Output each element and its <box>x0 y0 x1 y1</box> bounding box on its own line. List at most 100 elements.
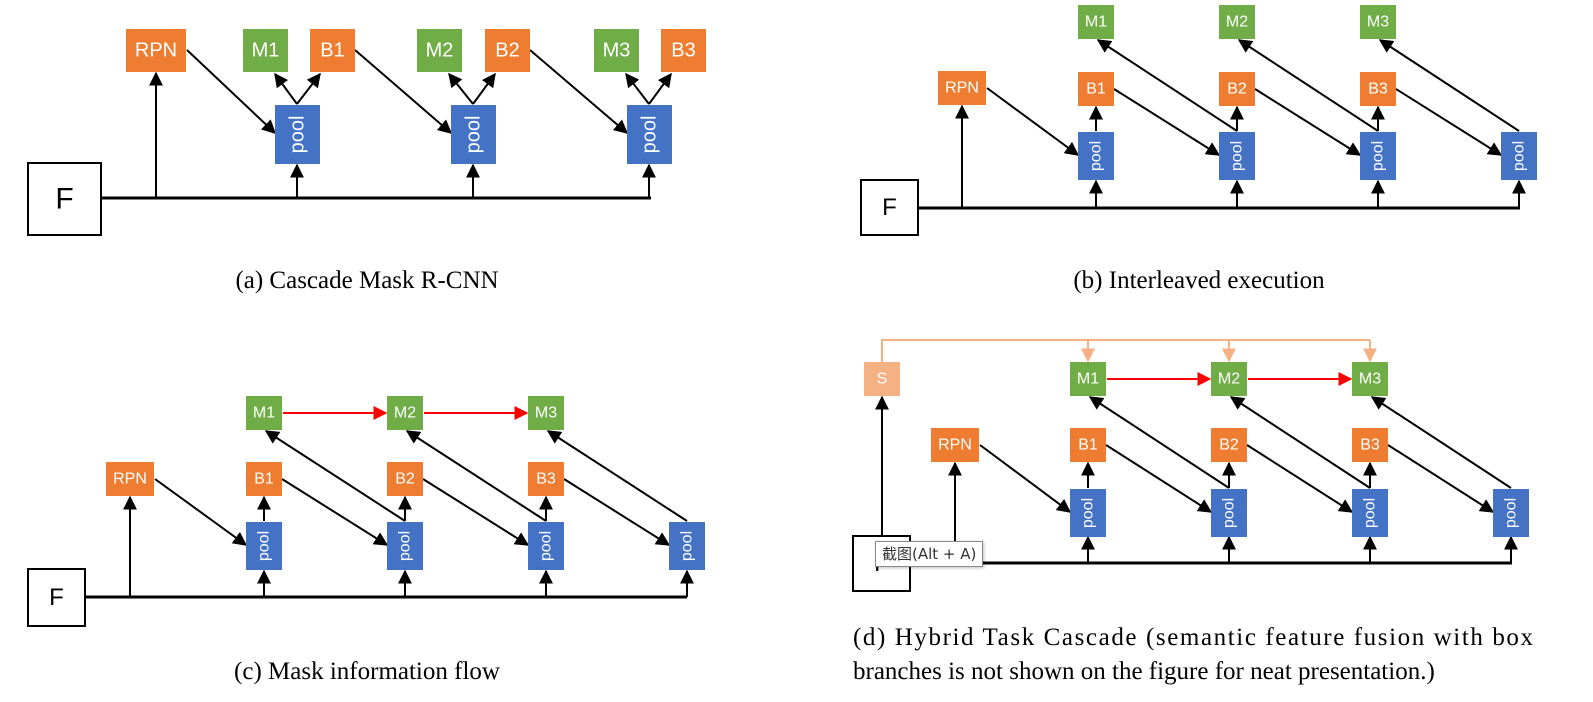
panel-a-mask-head-1-label: M1 <box>252 40 280 62</box>
panel-b-feature-box <box>860 179 919 236</box>
panel-d-pool-4 <box>1493 489 1529 537</box>
panel-d-semantic-bus <box>881 339 1370 362</box>
panel-c-box-1-to-pool-2 <box>281 478 389 546</box>
panel-d-mask-head-2-label: M2 <box>1218 371 1240 388</box>
panel-d-pool-1-label: pool <box>1080 498 1097 528</box>
panel-d-box-head-3-label: B3 <box>1360 437 1380 454</box>
panel-a-pool-2-label: pool <box>463 116 485 154</box>
panel-b-box-head-3 <box>1360 72 1396 106</box>
panel-c-pool-3-label: pool <box>538 531 555 561</box>
panel-b-pool-2-label: pool <box>1229 141 1246 171</box>
panel-b-mask-head-2 <box>1219 5 1255 39</box>
panel-d-mask-head-1-label: M1 <box>1077 371 1099 388</box>
panel-b-feature-box-label: F <box>882 194 897 221</box>
panel-b-mask-head-3 <box>1360 5 1396 39</box>
panel-c-box-head-3-label: B3 <box>536 471 556 488</box>
panel-a-box-head-1 <box>310 29 355 72</box>
panel-a-box-head-2-label: B2 <box>495 40 519 62</box>
panel-d-box-head-1-label: B1 <box>1078 437 1098 454</box>
panel-d-pool-1 <box>1070 489 1106 537</box>
screenshot-tooltip: 截图(Alt + A) <box>875 541 984 567</box>
panel-b-pool-4-to-mask-3 <box>1378 39 1520 132</box>
panel-b-box-head-2 <box>1219 72 1255 106</box>
panel-a-pool-to-box-3 <box>648 72 672 105</box>
panel-a-mask-head-2-label: M2 <box>426 40 454 62</box>
panel-c-box-head-2 <box>387 462 423 496</box>
panel-a-box-head-2 <box>485 29 530 72</box>
panel-c-feature-box <box>27 568 86 627</box>
panel-d-box-head-2 <box>1211 428 1247 462</box>
panel-b-pool-1 <box>1078 132 1114 180</box>
panel-b-pool-1-label: pool <box>1088 141 1105 171</box>
panel-b-rpn-box <box>938 71 986 105</box>
panel-a-pool-to-mask-3 <box>625 72 650 105</box>
panel-a-pool-1-label: pool <box>287 116 309 154</box>
panel-b-rpn-box-label: RPN <box>945 80 979 97</box>
panel-d-mask-head-3-label: M3 <box>1359 371 1381 388</box>
panel-a-pool-3 <box>627 105 672 164</box>
panel-d-pool-3-to-mask-2 <box>1229 396 1371 489</box>
panel-d-mask-head-3 <box>1352 362 1388 396</box>
panel-a-box-1-to-pool-2 <box>354 49 453 134</box>
panel-a-pool-to-mask-2 <box>448 72 474 105</box>
panel-a-pool-to-mask-1 <box>274 72 298 105</box>
panel-a-pool-2 <box>451 105 496 164</box>
connector-layer <box>85 39 1526 599</box>
panel-b-mask-head-1 <box>1078 5 1114 39</box>
panel-b-pool-4-label: pool <box>1511 141 1528 171</box>
panel-b-box-head-1-label: B1 <box>1086 81 1106 98</box>
panel-c-rpn-to-pool-1 <box>154 478 248 546</box>
panel-d-pool-4-to-mask-3 <box>1370 396 1512 489</box>
panel-b-box-head-1 <box>1078 72 1114 106</box>
panel-c-mask-head-3-label: M3 <box>535 405 557 422</box>
panel-d-semantic-box-label: S <box>877 371 888 388</box>
caption-d-line-2: branches is not shown on the figure for … <box>853 658 1435 685</box>
panel-c-pool-3 <box>528 522 564 570</box>
caption-d-line-1: (d) Hybrid Task Cascade (semantic featur… <box>853 624 1534 651</box>
panel-b-pool-3 <box>1360 132 1396 180</box>
panel-d-mask-head-1 <box>1070 362 1106 396</box>
caption-c: (c) Mask information flow <box>234 658 500 685</box>
panel-b-mask-head-1-label: M1 <box>1085 14 1107 31</box>
panel-c-box-head-1 <box>246 462 282 496</box>
panel-b-pool-3-to-mask-2 <box>1237 39 1379 132</box>
panel-d-rpn-box <box>931 428 979 462</box>
panel-c-pool-2-to-mask-1 <box>264 430 406 522</box>
panel-d-semantic-box <box>864 362 900 396</box>
panel-a-mask-head-3-label: M3 <box>603 40 631 62</box>
panel-a-mask-head-1 <box>243 29 288 72</box>
panel-c-mask-head-2-label: M2 <box>394 405 416 422</box>
panel-c-box-head-3 <box>528 462 564 496</box>
panel-a-box-head-1-label: B1 <box>320 40 344 62</box>
panel-d-pool-3 <box>1352 489 1388 537</box>
panel-c-pool-1 <box>246 522 282 570</box>
panel-a-rpn-to-pool-1 <box>186 49 277 134</box>
panel-c-box-2-to-pool-3 <box>422 478 530 546</box>
panel-b-mask-head-2-label: M2 <box>1226 14 1248 31</box>
panel-d-rpn-box-label: RPN <box>938 437 972 454</box>
panel-a-mask-head-2 <box>417 29 462 72</box>
panel-c-mask-head-1 <box>246 396 282 430</box>
panel-d-mask-head-2 <box>1211 362 1247 396</box>
panel-d-box-head-3 <box>1352 428 1388 462</box>
panel-c-mask-head-2 <box>387 396 423 430</box>
panel-d-box-3-to-pool-4 <box>1387 444 1495 513</box>
panel-c-feature-box-label: F <box>49 584 64 611</box>
panel-a-rpn-box <box>126 29 186 72</box>
panel-c-rpn-box-label: RPN <box>113 471 147 488</box>
panel-c-mask-head-3 <box>528 396 564 430</box>
panel-a-pool-1 <box>275 105 320 164</box>
panel-b-rpn-to-pool-1 <box>986 87 1080 156</box>
panel-a-pool-3-label: pool <box>639 116 661 154</box>
panel-d-box-1-to-pool-2 <box>1105 444 1213 513</box>
panel-c-pool-3-to-mask-2 <box>405 430 547 522</box>
panel-b-box-3-to-pool-4 <box>1395 88 1503 156</box>
panel-c-box-3-to-pool-4 <box>563 478 671 546</box>
panel-b-pool-2-to-mask-1 <box>1096 39 1238 132</box>
panel-b-mask-head-3-label: M3 <box>1367 14 1389 31</box>
panel-d-pool-2-to-mask-1 <box>1088 396 1230 489</box>
panel-c-box-head-1-label: B1 <box>254 471 274 488</box>
panel-c-pool-4 <box>669 522 705 570</box>
panel-c-mask-head-1-label: M1 <box>253 405 275 422</box>
